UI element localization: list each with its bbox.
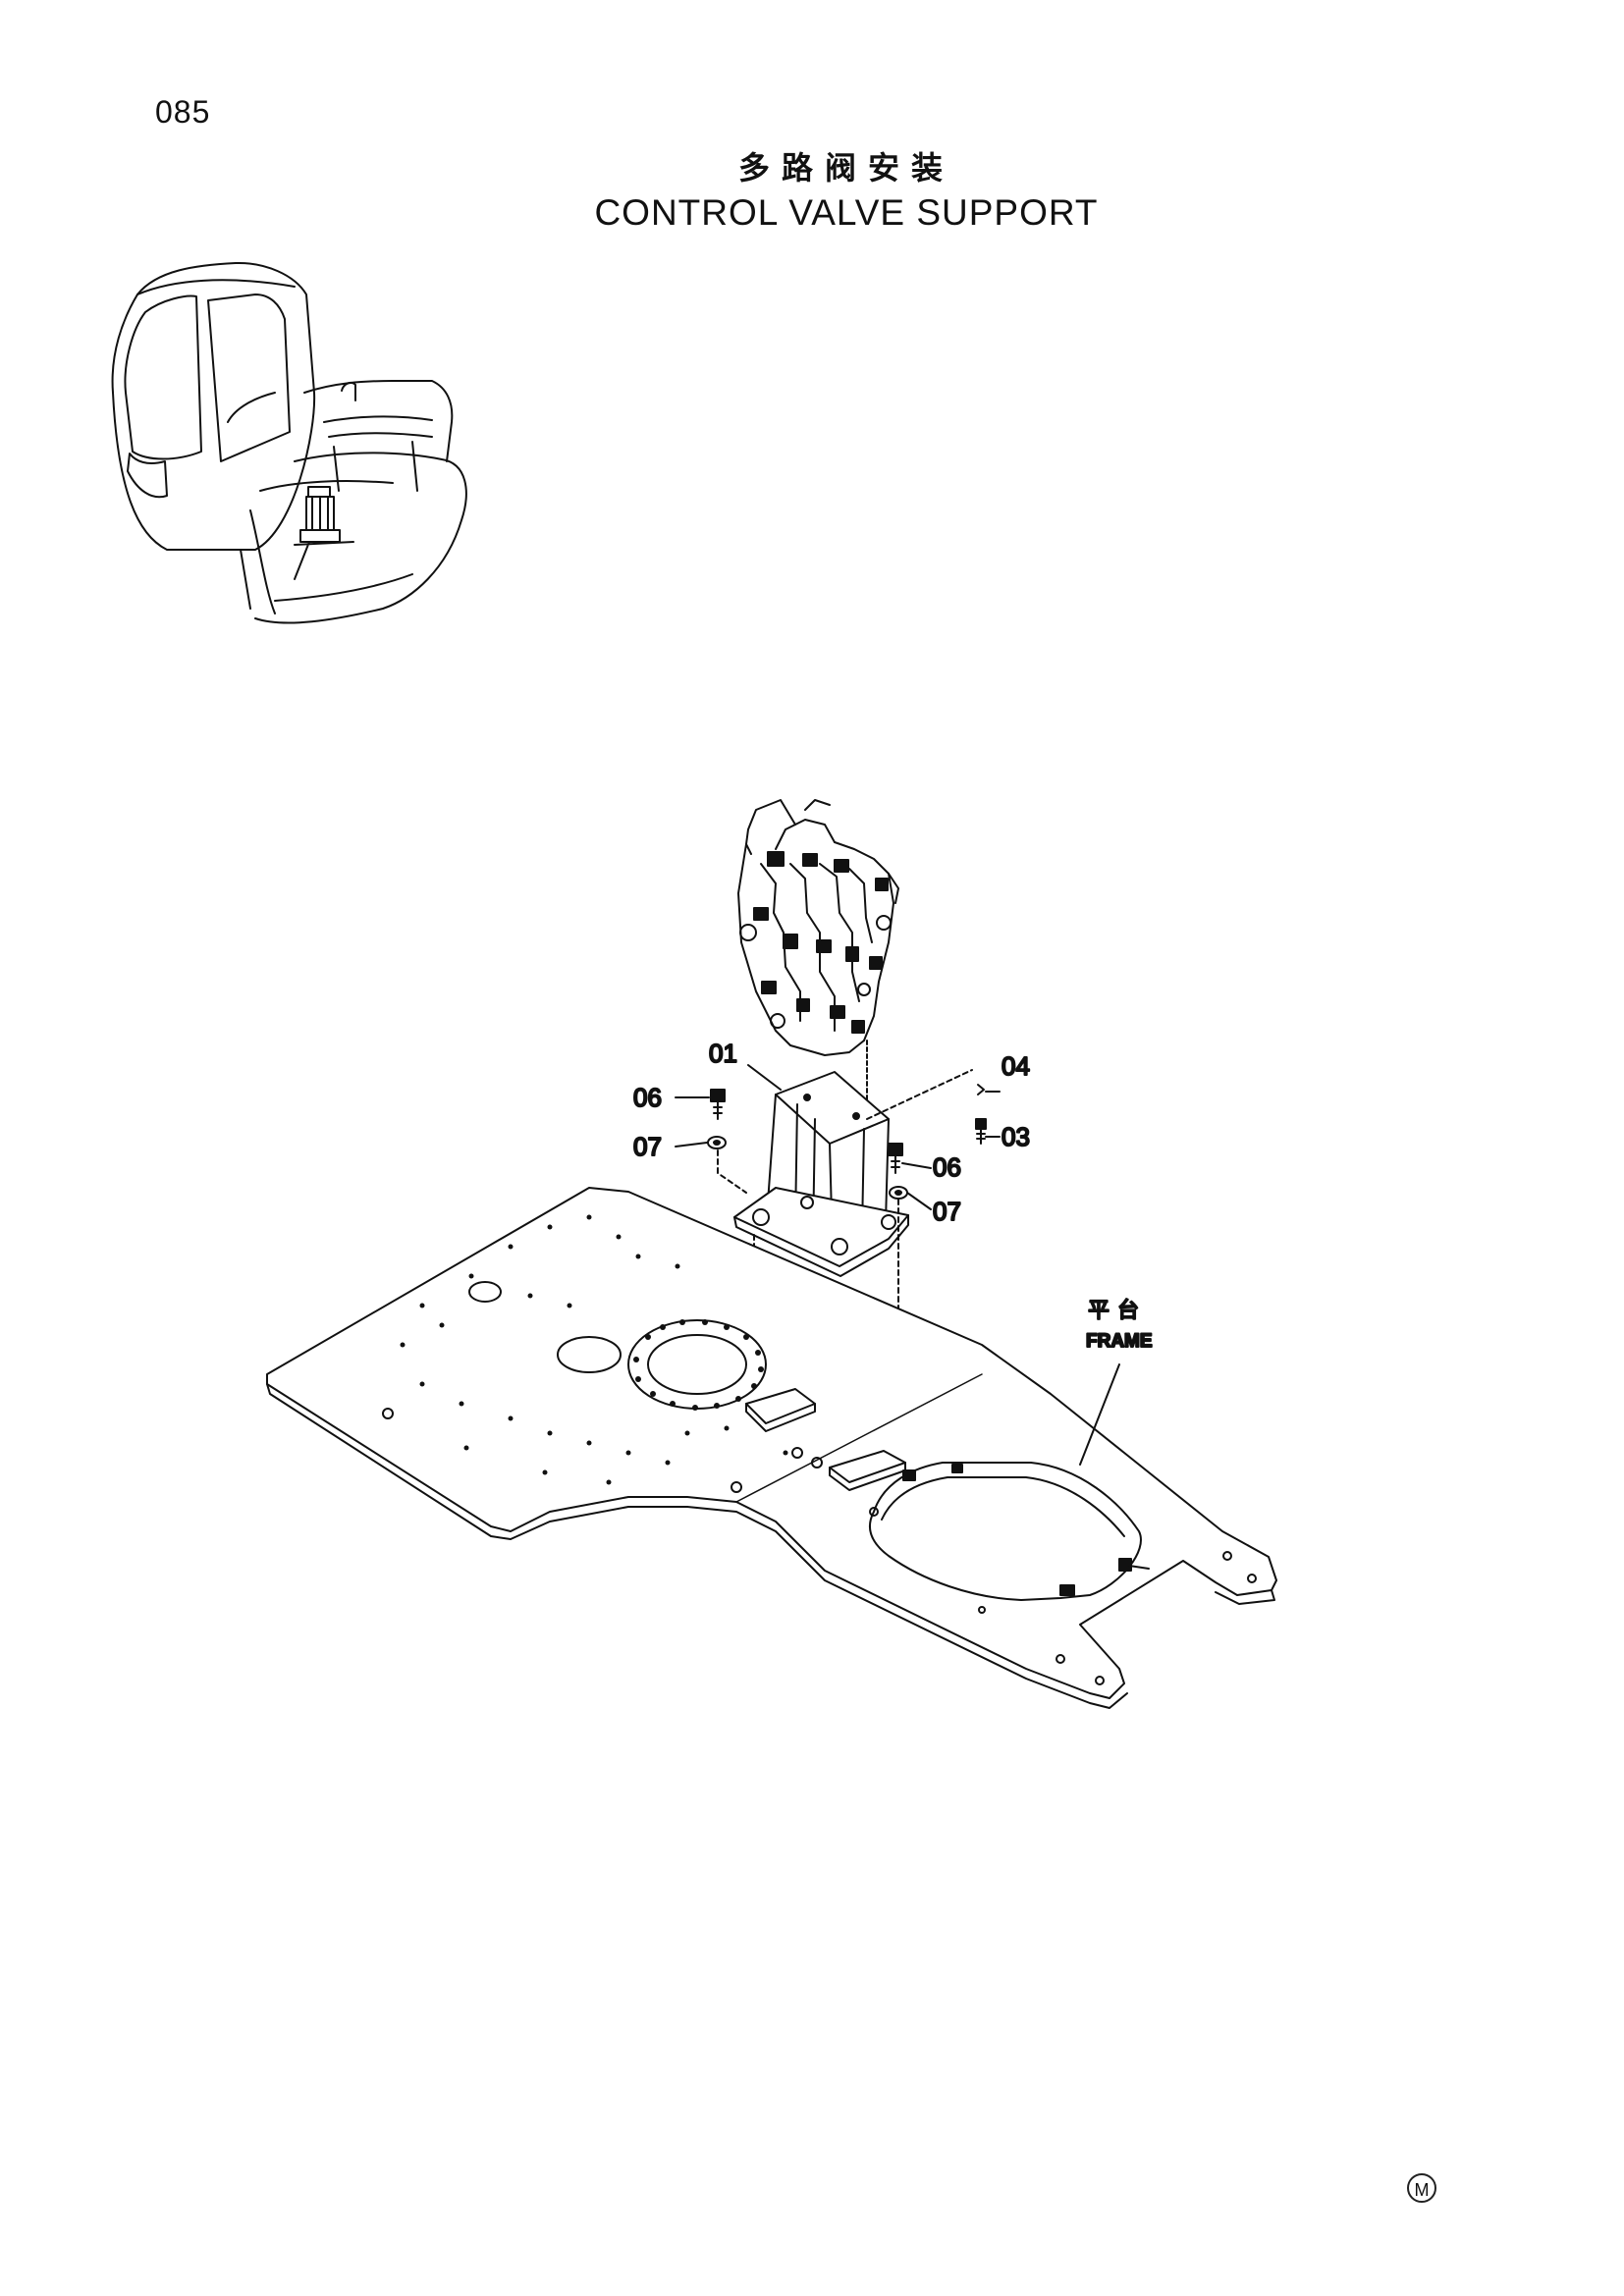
title-english: CONTROL VALVE SUPPORT — [594, 192, 1099, 233]
frame-plate-icon — [266, 1187, 1277, 1709]
frame-label-english: FRAME — [1086, 1331, 1153, 1352]
callout-01: 01 — [709, 1039, 737, 1068]
washer-icon — [707, 1136, 908, 1200]
callout-06-right: 06 — [933, 1152, 961, 1182]
callout-leaders — [675, 1064, 1001, 1210]
valve-support-bracket-icon — [733, 1071, 909, 1277]
callout-03: 03 — [1001, 1122, 1030, 1151]
excavator-overview-icon — [111, 261, 467, 624]
bolt-icon — [710, 1084, 987, 1174]
callout-04: 04 — [1001, 1051, 1030, 1081]
callout-06-left: 06 — [633, 1083, 662, 1112]
footer-mark: M — [1407, 2173, 1436, 2203]
callout-07-left: 07 — [633, 1132, 662, 1161]
page-number: 085 — [155, 94, 211, 130]
control-valve-icon — [737, 799, 899, 1115]
title-chinese: 多路阀安装 — [737, 149, 954, 187]
callout-07-right: 07 — [933, 1197, 961, 1226]
frame-label-chinese: 平台 — [1088, 1299, 1147, 1323]
